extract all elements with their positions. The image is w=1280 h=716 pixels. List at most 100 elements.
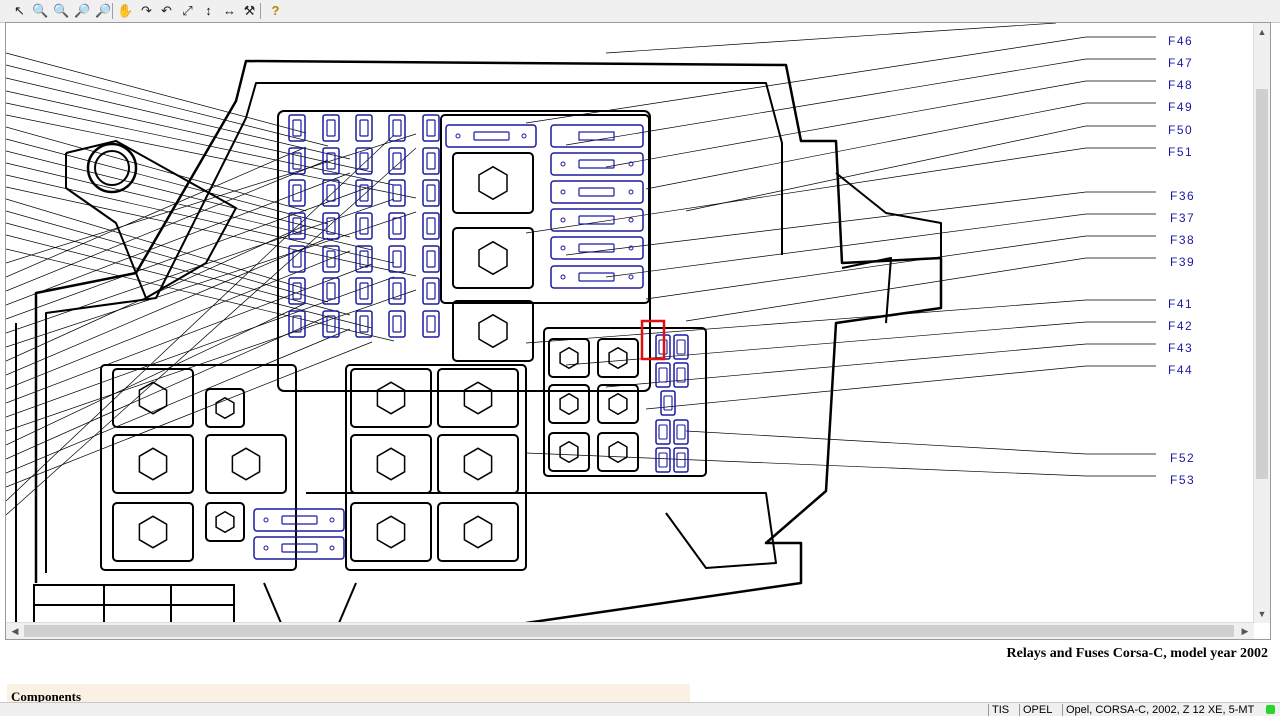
mini-fuse-element (663, 395, 673, 411)
maxi-fuse-element (281, 515, 318, 525)
relay-symbol (478, 313, 508, 349)
maxi-fuse-screw (560, 189, 566, 195)
leader-line (6, 210, 329, 303)
leader-line (6, 126, 307, 212)
fuse-label[interactable]: F42 (1168, 319, 1194, 333)
mini-fuse (422, 179, 440, 207)
fuse-label[interactable]: F41 (1168, 297, 1194, 311)
mini-fuse-element (676, 367, 686, 383)
mini-fuse-element (676, 424, 686, 440)
relay-symbol (231, 447, 261, 481)
select-tool-icon[interactable]: ↖ (14, 3, 25, 18)
maxi-fuse-screw (329, 545, 335, 551)
fit-height-icon[interactable]: ↕ (205, 3, 212, 18)
maxi-fuse-screw (455, 133, 461, 139)
fuse-label[interactable]: F43 (1168, 341, 1194, 355)
fuse-label[interactable]: F47 (1168, 56, 1194, 70)
mini-fuse (673, 362, 689, 388)
relay-block-small (543, 327, 707, 477)
leader-line (605, 23, 1057, 54)
fuse-label[interactable]: F36 (1170, 189, 1196, 203)
mini-fuse-element (426, 315, 436, 333)
mini-fuse-element (426, 217, 436, 235)
mini-fuse (422, 114, 440, 142)
fuse-label[interactable]: F51 (1168, 145, 1194, 159)
fuse-label[interactable]: F53 (1170, 473, 1196, 487)
mini-fuse (388, 114, 406, 142)
leader-line (6, 237, 329, 376)
scroll-down-icon[interactable]: ▼ (1257, 609, 1267, 619)
mini-fuse-element (292, 315, 302, 333)
maxi-fuse-element (473, 131, 510, 141)
mini-fuse (355, 147, 373, 175)
fit-width-icon[interactable]: ↔ (223, 3, 236, 18)
relay (548, 384, 590, 424)
zoom-tool-icon[interactable]: 🔎 (74, 3, 91, 18)
rotate-right-icon[interactable]: ↷ (141, 3, 152, 18)
relay (452, 227, 534, 289)
leader-line (6, 159, 329, 292)
components-header[interactable]: Components (7, 684, 690, 702)
maxi-fuse-screw (560, 161, 566, 167)
leader-line (6, 185, 373, 320)
mini-fuse-element (392, 217, 402, 235)
vertical-scroll-thumb[interactable] (1256, 89, 1268, 479)
scroll-up-icon[interactable]: ▲ (1257, 27, 1267, 37)
mini-fuse (288, 147, 306, 175)
mini-fuse-element (392, 282, 402, 300)
mini-fuse-element (676, 339, 686, 355)
relay (597, 384, 639, 424)
vertical-scrollbar[interactable]: ▲ ▼ (1253, 23, 1270, 623)
relay (597, 432, 639, 472)
scroll-right-icon[interactable]: ▶ (1241, 625, 1249, 636)
relay (350, 368, 432, 428)
zoom-out-icon[interactable]: 🔍 (53, 3, 70, 18)
help-icon[interactable]: ? (271, 3, 280, 18)
fuse-label[interactable]: F37 (1170, 211, 1196, 225)
leader-line (685, 125, 1087, 212)
maxi-fuse (550, 124, 644, 148)
scroll-left-icon[interactable]: ◀ (11, 625, 19, 636)
mini-fuse-element (326, 282, 336, 300)
mount-hole-inner (94, 150, 130, 186)
mount-hole (86, 142, 138, 194)
zoom-in-icon[interactable]: 🔍 (32, 3, 49, 18)
relay-symbol (215, 396, 235, 420)
fuse-label[interactable]: F52 (1170, 451, 1196, 465)
mini-fuse (673, 419, 689, 445)
mini-fuse (355, 277, 373, 305)
mini-fuse-element (359, 119, 369, 137)
fuse-box-diagram[interactable] (6, 23, 1254, 623)
maxi-fuse (550, 180, 644, 204)
fit-all-icon[interactable]: ⤢ (182, 3, 193, 18)
fuse-label[interactable]: F46 (1168, 34, 1194, 48)
mini-fuse (388, 212, 406, 240)
relay-symbol (463, 381, 493, 415)
mini-fuse (355, 114, 373, 142)
maxi-fuse-screw (329, 517, 335, 523)
mini-fuse-element (426, 152, 436, 170)
find-component-icon[interactable]: ⚒ (243, 3, 256, 18)
leader-line (525, 299, 1087, 344)
zoom-window-icon[interactable]: 🔎 (95, 3, 112, 18)
mini-fuse-element (292, 152, 302, 170)
fuse-label[interactable]: F44 (1168, 363, 1194, 377)
mini-fuse-element (326, 119, 336, 137)
fuse-label[interactable]: F49 (1168, 100, 1194, 114)
fuse-label[interactable]: F39 (1170, 255, 1196, 269)
maxi-fuse-element (578, 215, 615, 225)
horizontal-scrollbar[interactable]: ◀ ▶ (6, 622, 1254, 639)
lower-bracket (306, 492, 777, 569)
horizontal-scroll-thumb[interactable] (24, 625, 1234, 637)
mini-fuse-element (359, 217, 369, 235)
maxi-fuse-screw (560, 274, 566, 280)
fuse-label[interactable]: F38 (1170, 233, 1196, 247)
fuse-label[interactable]: F50 (1168, 123, 1194, 137)
relay-symbol (608, 440, 628, 464)
rotate-left-icon[interactable]: ↶ (161, 3, 172, 18)
bottom-strut (338, 582, 357, 623)
fuse-label[interactable]: F48 (1168, 78, 1194, 92)
leader-line (605, 80, 1087, 168)
pan-hand-icon[interactable]: ✋ (117, 3, 134, 18)
